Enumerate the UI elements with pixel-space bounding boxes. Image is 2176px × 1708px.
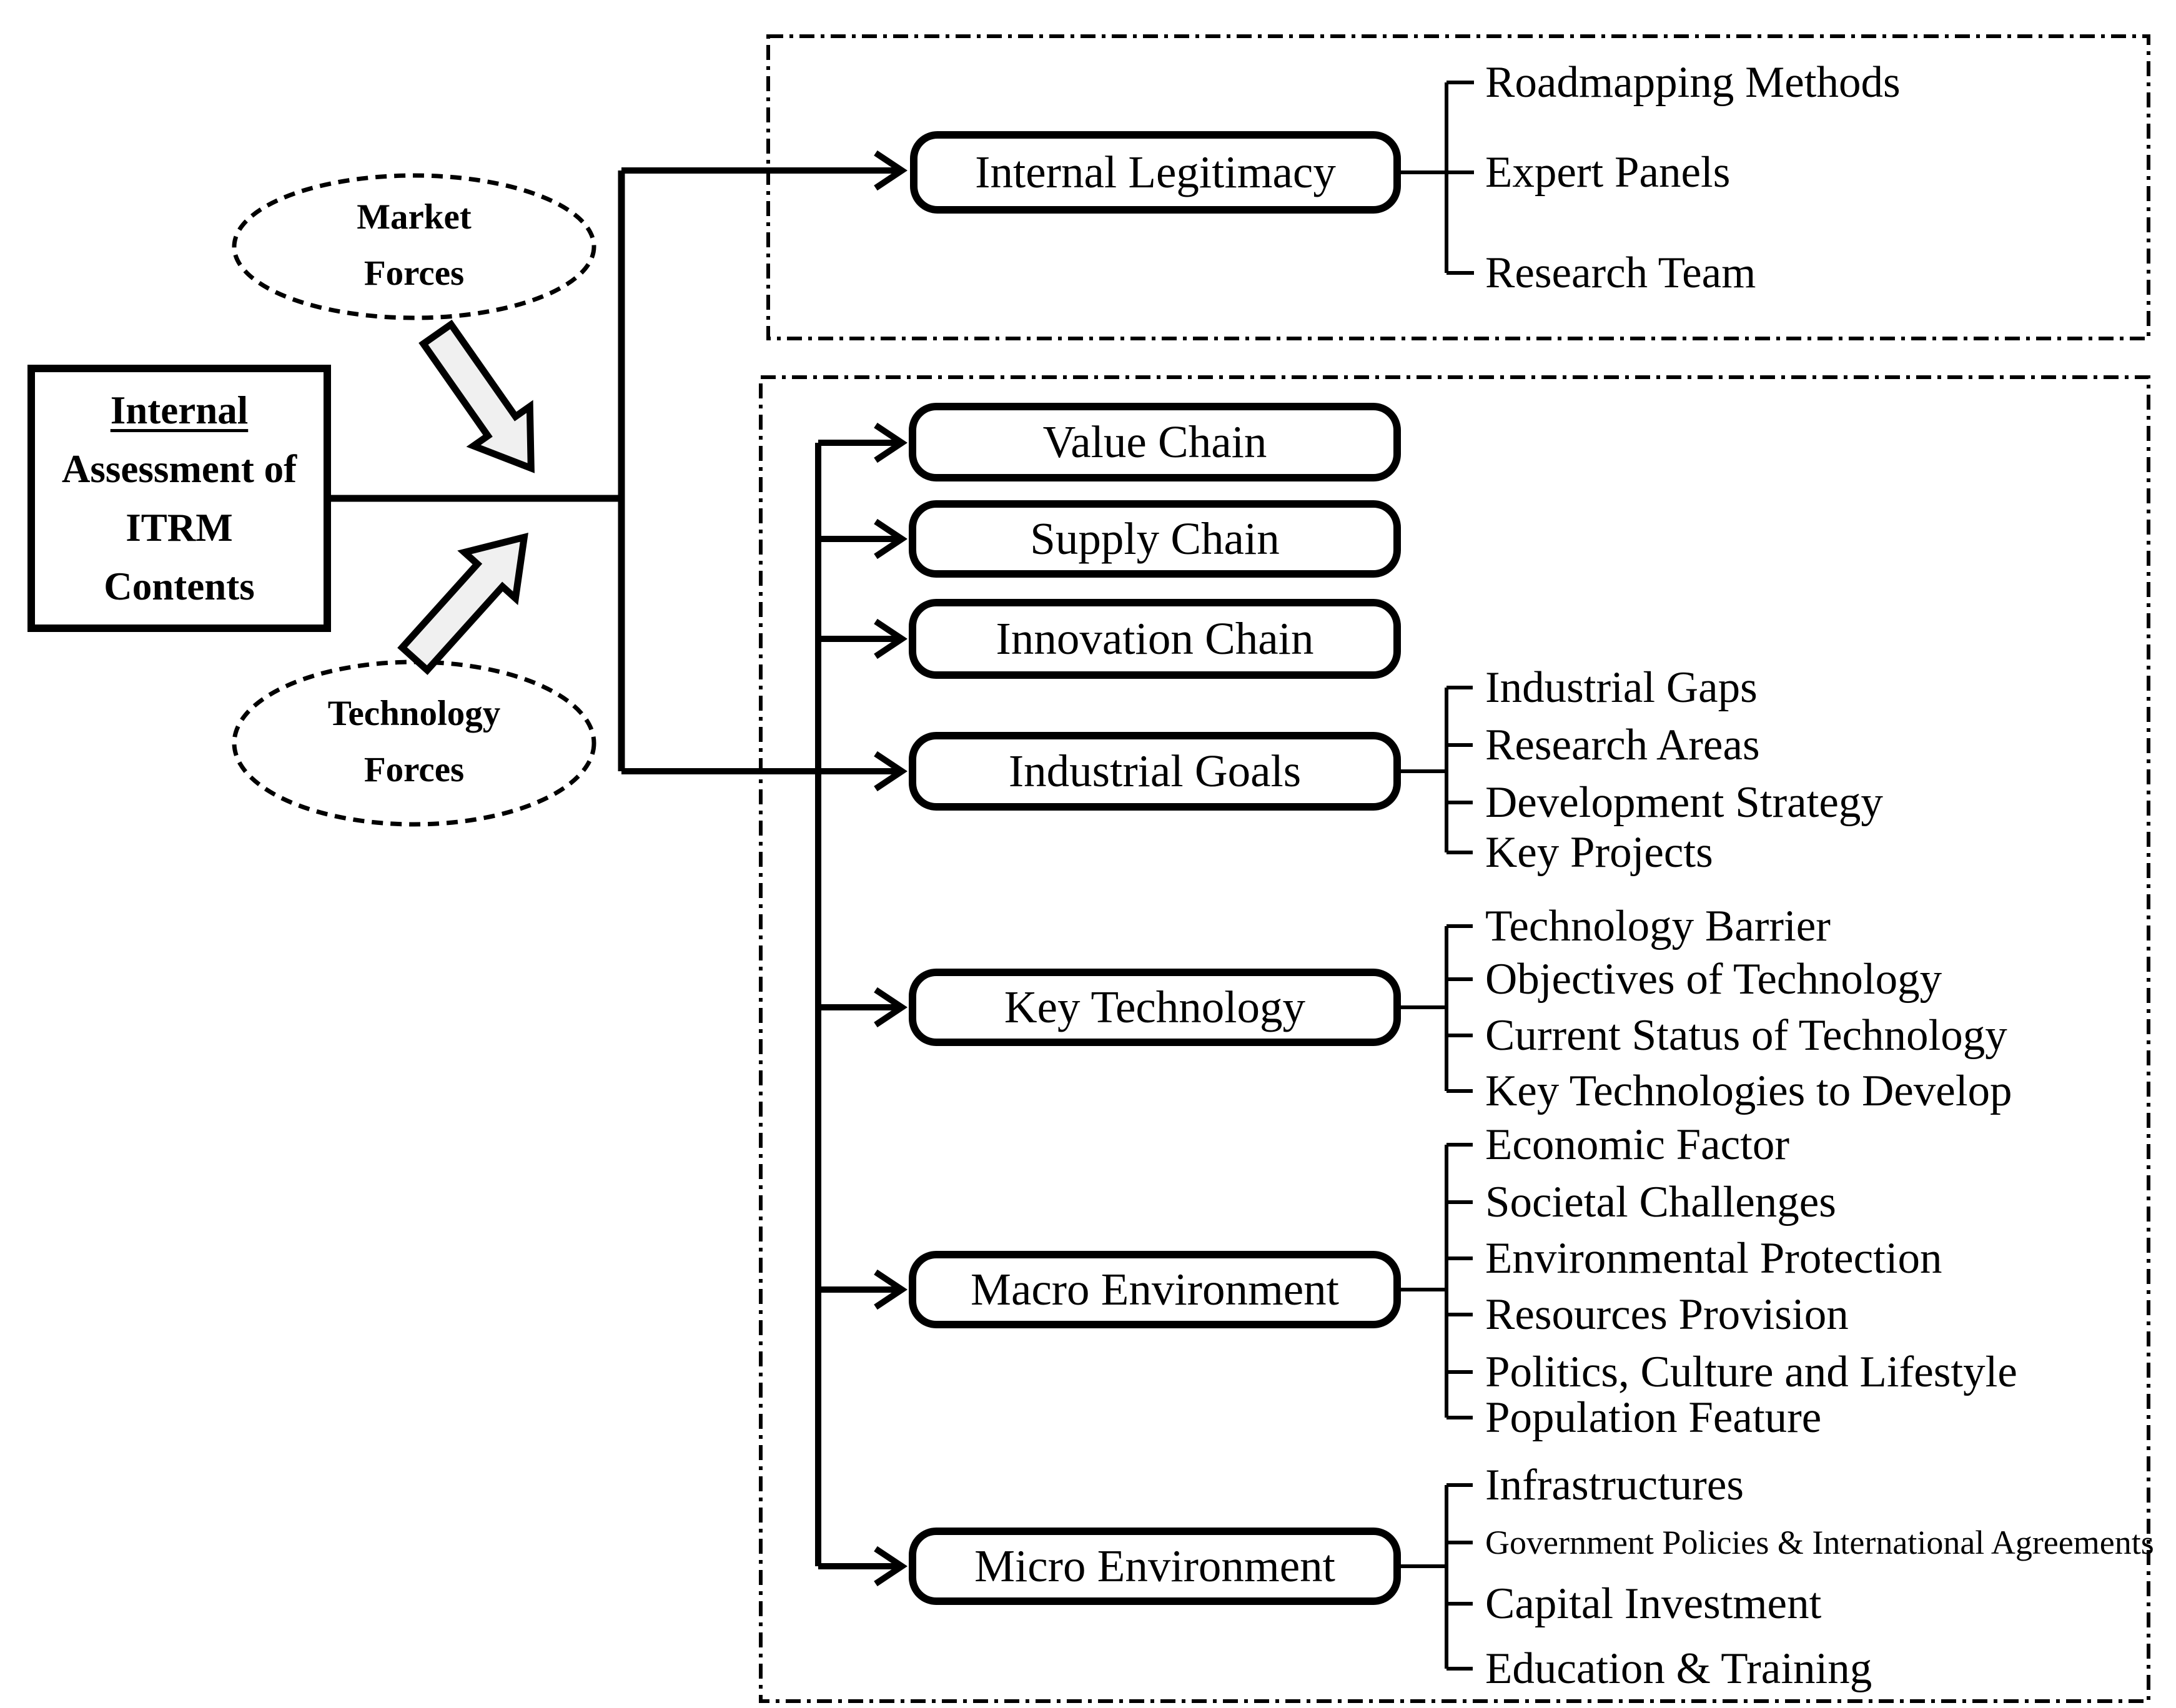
market-forces-label: Market Forces: [234, 189, 594, 302]
list-item: Politics, Culture and Lifestyle: [1485, 1348, 2017, 1396]
arrowhead-micro-environment-icon: [874, 1546, 908, 1587]
arrowhead-macro-environment-icon: [874, 1269, 908, 1310]
market-forces-line1: Market: [357, 197, 472, 237]
supply-chain-box: Supply Chain: [909, 500, 1401, 578]
root-box: Internal Assessment of ITRM Contents: [27, 365, 331, 632]
arrowhead-internal-legitimacy-icon: [874, 150, 908, 191]
list-item: Education & Training: [1485, 1644, 1872, 1693]
technology-forces-line2: Forces: [363, 750, 465, 789]
internal-legitimacy-section-border: [766, 34, 2150, 340]
key-technology-bracket: [1400, 924, 1473, 1093]
key-technology-box: Key Technology: [909, 969, 1401, 1046]
list-item: Current Status of Technology: [1485, 1011, 2007, 1060]
technology-forces-label: Technology Forces: [234, 686, 594, 798]
internal-legitimacy-bracket: [1400, 81, 1474, 275]
micro-environment-box: Micro Environment: [909, 1528, 1401, 1605]
list-item: Key Projects: [1485, 828, 1713, 877]
list-item: Infrastructures: [1485, 1461, 1744, 1509]
item-brackets: [1400, 81, 1474, 1671]
list-item: Economic Factor: [1485, 1120, 1789, 1169]
list-item: Roadmapping Methods: [1485, 58, 1901, 107]
technology-forces-line1: Technology: [327, 694, 501, 733]
list-item: Development Strategy: [1485, 778, 1883, 827]
micro-environment-bracket: [1400, 1483, 1473, 1671]
root-box-line3: ITRM: [126, 506, 233, 550]
root-box-line4: Contents: [104, 565, 255, 608]
list-item: Societal Challenges: [1485, 1178, 1836, 1227]
root-box-line2: Assessment of: [61, 447, 297, 491]
value-chain-box: Value Chain: [909, 403, 1401, 481]
arrowhead-value-chain-icon: [874, 422, 908, 463]
market-forces-arrow-icon: [418, 319, 535, 473]
list-item: Environmental Protection: [1485, 1234, 1942, 1283]
market-forces-ellipse: [232, 173, 596, 320]
list-item: Resources Provision: [1485, 1290, 1849, 1339]
arrowhead-industrial-goals-icon: [874, 751, 908, 792]
macro-environment-bracket: [1400, 1143, 1473, 1419]
industrial-goals-bracket: [1400, 686, 1473, 854]
arrowhead-innovation-chain-icon: [874, 618, 908, 659]
internal-legitimacy-box: Internal Legitimacy: [910, 131, 1401, 214]
list-item: Population Feature: [1485, 1393, 1822, 1442]
industrial-goals-box: Industrial Goals: [909, 732, 1401, 811]
list-item: Research Team: [1485, 249, 1756, 297]
technology-forces-arrow-icon: [397, 532, 528, 675]
market-forces-line2: Forces: [363, 254, 465, 293]
arrowheads: [874, 150, 908, 1587]
arrowhead-supply-chain-icon: [874, 518, 908, 560]
root-box-line1: Internal: [110, 388, 249, 432]
innovation-chain-box: Innovation Chain: [909, 599, 1401, 679]
list-item: Research Areas: [1485, 721, 1760, 769]
technology-forces-ellipse: [232, 659, 596, 827]
list-item: Technology Barrier: [1485, 902, 1831, 950]
list-item: Capital Investment: [1485, 1579, 1822, 1628]
list-item: Objectives of Technology: [1485, 955, 1942, 1004]
macro-environment-box: Macro Environment: [909, 1251, 1401, 1328]
list-item: Key Technologies to Develop: [1485, 1067, 2012, 1115]
list-item: Expert Panels: [1485, 148, 1731, 197]
itrm-contents-section-border: [759, 375, 2150, 1703]
list-item: Industrial Gaps: [1485, 663, 1758, 712]
arrowhead-key-technology-icon: [874, 987, 908, 1028]
list-item: Government Policies & International Agre…: [1485, 1524, 2154, 1561]
